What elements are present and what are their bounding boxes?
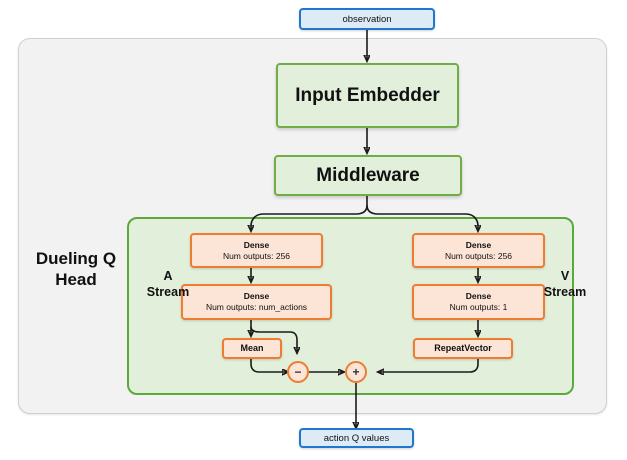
action-q-values-node[interactable]: action Q values bbox=[299, 428, 414, 448]
a-stream-label: A Stream bbox=[138, 268, 198, 301]
a-dense-1-type: Dense bbox=[243, 239, 270, 250]
dueling-q-head-label: Dueling Q Head bbox=[30, 248, 122, 291]
a-stream-label-line1: A bbox=[163, 269, 173, 283]
v-dense-2-type: Dense bbox=[465, 291, 492, 302]
v-stream-label: V Stream bbox=[535, 268, 595, 301]
v-dense-2-detail: Num outputs: 1 bbox=[449, 302, 508, 312]
dueling-q-head-label-line2: Head bbox=[55, 270, 97, 290]
v-stream-label-line2: Stream bbox=[543, 285, 587, 300]
add-symbol: + bbox=[352, 365, 360, 379]
action-q-values-label: action Q values bbox=[323, 432, 390, 444]
add-operator-icon[interactable]: + bbox=[345, 361, 367, 383]
a-stream-label-line2: Stream bbox=[146, 285, 190, 300]
v-dense-1-detail: Num outputs: 256 bbox=[444, 250, 513, 261]
a-dense-2-detail: Num outputs: num_actions bbox=[205, 302, 308, 312]
subtract-symbol: − bbox=[294, 365, 302, 379]
repeatvector-label: RepeatVector bbox=[434, 342, 492, 353]
dueling-q-head-label-line1: Dueling Q bbox=[35, 249, 117, 268]
a-stream-mean-node[interactable]: Mean bbox=[222, 338, 282, 359]
input-embedder-label: Input Embedder bbox=[295, 84, 440, 106]
observation-node[interactable]: observation bbox=[299, 8, 435, 30]
v-stream-label-line1: V bbox=[560, 269, 570, 283]
input-embedder-block[interactable]: Input Embedder bbox=[276, 63, 459, 128]
a-stream-dense-1[interactable]: Dense Num outputs: 256 bbox=[190, 233, 323, 268]
a-dense-1-detail: Num outputs: 256 bbox=[222, 250, 291, 261]
middleware-label: Middleware bbox=[316, 164, 420, 186]
v-stream-dense-2[interactable]: Dense Num outputs: 1 bbox=[412, 284, 545, 320]
a-dense-2-type: Dense bbox=[243, 291, 270, 302]
v-stream-dense-1[interactable]: Dense Num outputs: 256 bbox=[412, 233, 545, 268]
v-dense-1-type: Dense bbox=[465, 239, 492, 250]
middleware-block[interactable]: Middleware bbox=[274, 155, 462, 196]
v-stream-repeatvector-node[interactable]: RepeatVector bbox=[413, 338, 513, 359]
observation-label: observation bbox=[342, 13, 392, 25]
subtract-operator-icon[interactable]: − bbox=[287, 361, 309, 383]
a-stream-dense-2[interactable]: Dense Num outputs: num_actions bbox=[181, 284, 332, 320]
mean-label: Mean bbox=[240, 342, 264, 353]
